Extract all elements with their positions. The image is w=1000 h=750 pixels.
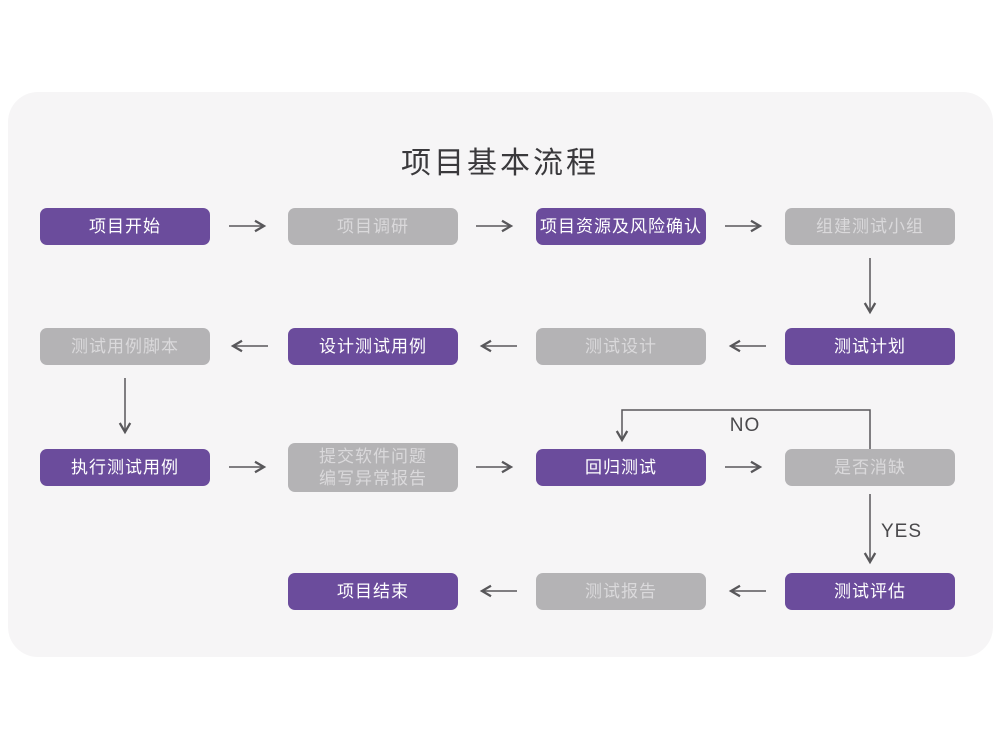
node-build-test-team: 组建测试小组 [785, 208, 955, 245]
page-title: 项目基本流程 [401, 147, 599, 180]
node-project-research: 项目调研 [288, 208, 458, 245]
node-project-start: 项目开始 [40, 208, 210, 245]
node-risk-confirm: 项目资源及风险确认 [536, 208, 706, 245]
node-project-end: 项目结束 [288, 573, 458, 610]
node-defect-resolved: 是否消缺 [785, 449, 955, 486]
node-test-case-script: 测试用例脚本 [40, 328, 210, 365]
node-test-report: 测试报告 [536, 573, 706, 610]
no-branch-label: NO [729, 415, 761, 436]
node-submit-issue-report: 提交软件问题 编写异常报告 [288, 443, 458, 492]
node-execute-test-cases: 执行测试用例 [40, 449, 210, 486]
node-test-design: 测试设计 [536, 328, 706, 365]
yes-branch-label: YES [881, 521, 923, 542]
node-test-plan: 测试计划 [785, 328, 955, 365]
flowchart-card [8, 92, 993, 657]
node-regression-test: 回归测试 [536, 449, 706, 486]
node-test-evaluation: 测试评估 [785, 573, 955, 610]
node-design-test-cases: 设计测试用例 [288, 328, 458, 365]
